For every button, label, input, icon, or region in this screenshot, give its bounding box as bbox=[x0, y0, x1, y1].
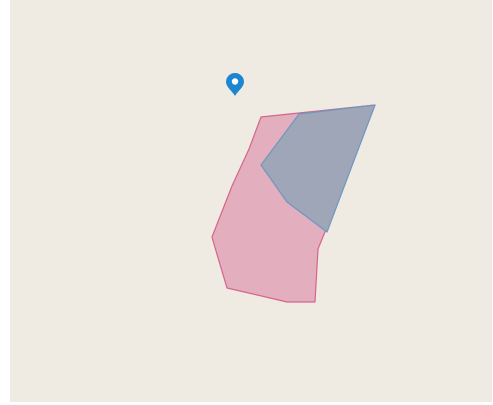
map-pin-dot bbox=[231, 78, 239, 85]
inner-area-polygon[interactable] bbox=[260, 104, 376, 233]
map-canvas[interactable] bbox=[10, 0, 492, 402]
map-pin-icon[interactable] bbox=[226, 73, 244, 96]
map-view[interactable] bbox=[10, 0, 492, 402]
